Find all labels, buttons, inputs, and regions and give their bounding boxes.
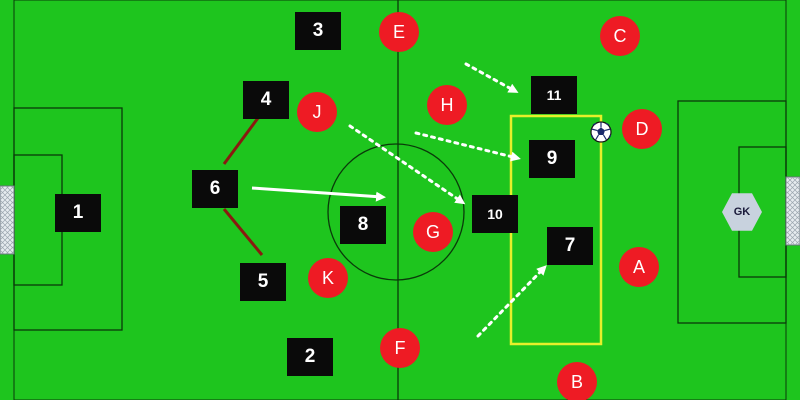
attacker-4: 4 — [243, 81, 289, 119]
attacker-5: 5 — [240, 263, 286, 301]
attacker-7: 7 — [547, 227, 593, 265]
defender-G: G — [413, 212, 453, 252]
defender-H: H — [427, 85, 467, 125]
defender-K: K — [308, 258, 348, 298]
attacker-2: 2 — [287, 338, 333, 376]
goalkeeper: GK — [722, 193, 762, 231]
attacker-6: 6 — [192, 170, 238, 208]
run-arrow-to-7 — [476, 265, 547, 338]
attacker-1: 1 — [55, 194, 101, 232]
link-line-6-4 — [222, 117, 260, 165]
attacker-11: 11 — [531, 76, 577, 114]
right-goal-net-mesh — [786, 177, 800, 245]
attacker-8: 8 — [340, 206, 386, 244]
defender-F: F — [380, 328, 420, 368]
defender-D: D — [622, 109, 662, 149]
run-arrow-to-10 — [348, 124, 466, 205]
center-circle — [327, 143, 465, 281]
defender-J: J — [297, 92, 337, 132]
attacker-10: 10 — [472, 195, 518, 233]
link-line-6-5 — [222, 208, 264, 256]
attacker-9: 9 — [529, 140, 575, 178]
attacker-3: 3 — [295, 12, 341, 50]
left-goal-net-mesh — [0, 186, 14, 254]
run-arrow-to-9 — [414, 131, 521, 162]
defender-E: E — [379, 12, 419, 52]
soccer-ball-icon — [590, 121, 612, 143]
run-arrow-to-11 — [464, 62, 519, 93]
defender-B: B — [557, 362, 597, 400]
pass-arrow-6-to-8 — [251, 186, 386, 202]
defender-C: C — [600, 16, 640, 56]
defender-A: A — [619, 247, 659, 287]
